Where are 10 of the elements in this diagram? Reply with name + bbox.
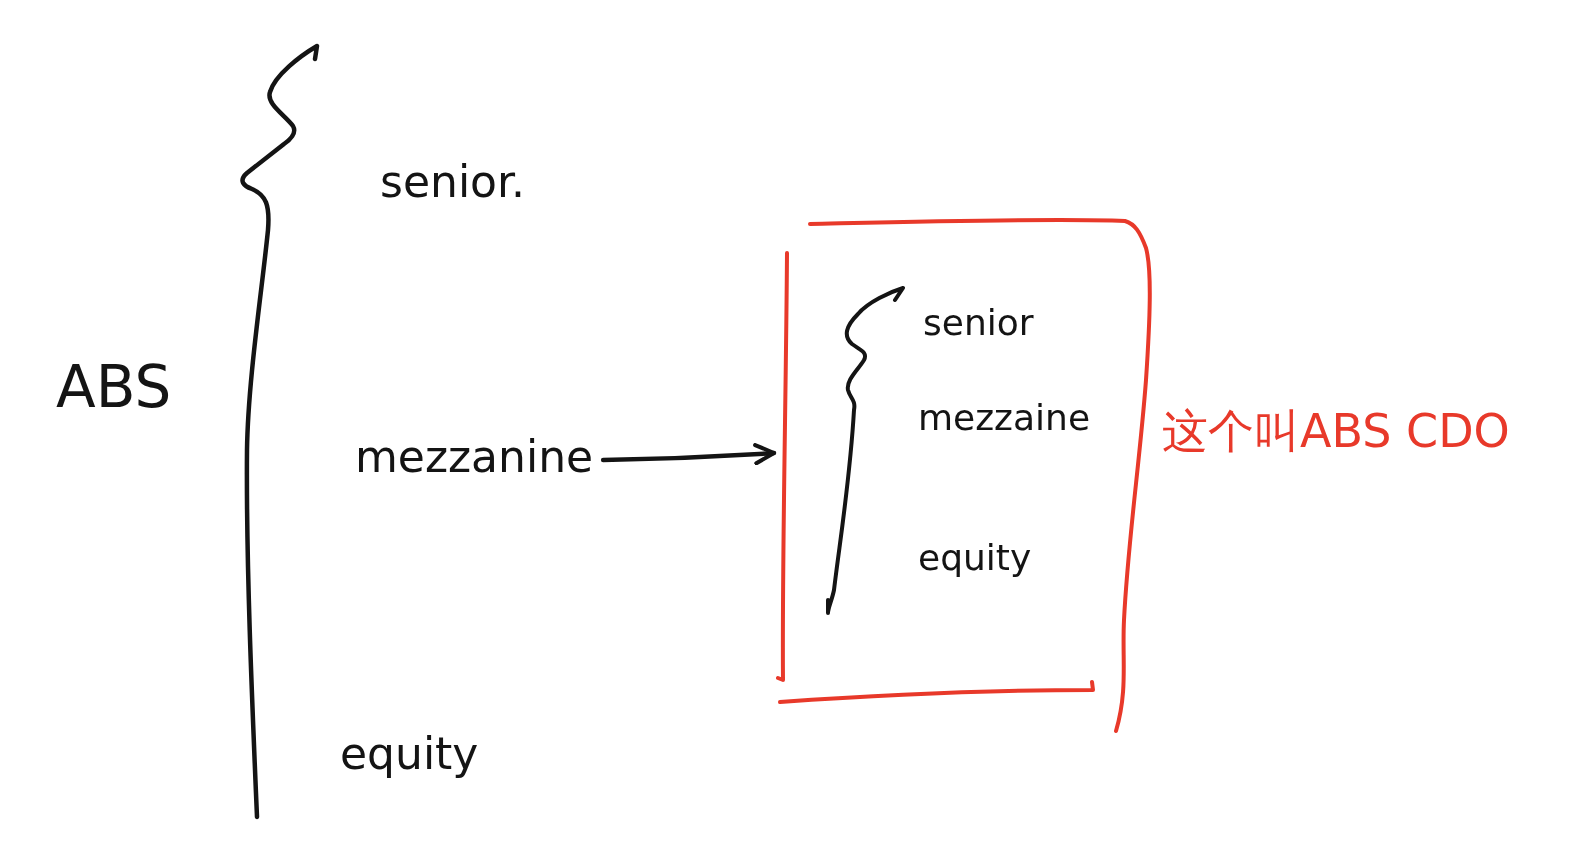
tranche-label: equity (340, 732, 479, 776)
annotation-text: 这个叫ABS CDO (1162, 408, 1510, 454)
tranche-label: mezzaine (918, 400, 1091, 436)
tranche-label: senior (923, 305, 1034, 341)
tranche-label: mezzanine (355, 435, 594, 479)
frame-box (774, 216, 1154, 736)
arrow (600, 443, 777, 466)
tranche-label: equity (918, 540, 1032, 576)
group-label: ABS (56, 358, 172, 416)
tranche-label: senior. (380, 160, 526, 204)
